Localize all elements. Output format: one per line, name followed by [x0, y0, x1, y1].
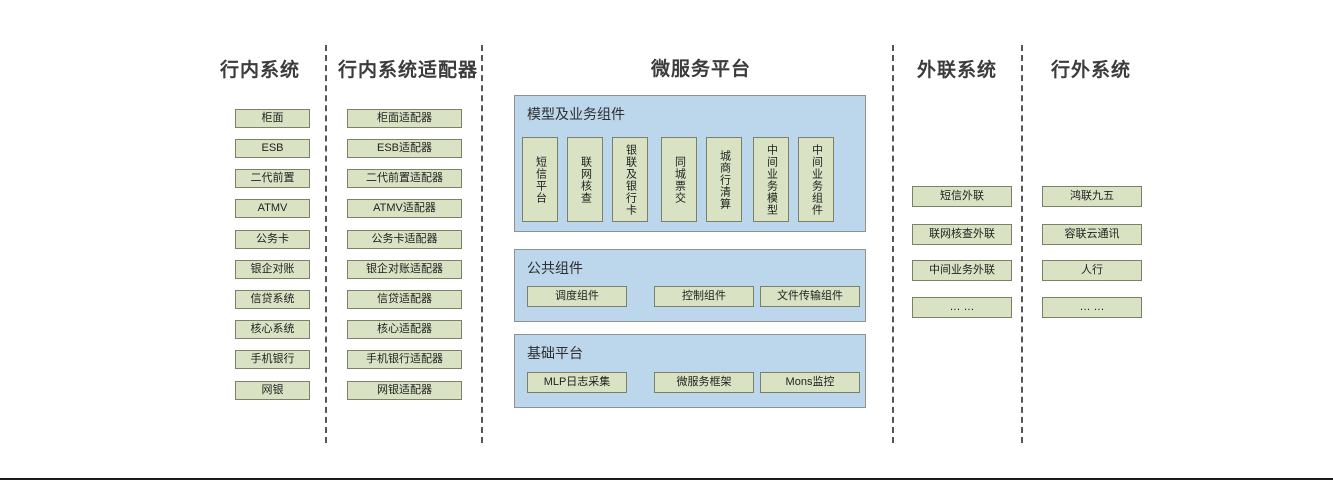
node-model-component[interactable]: 银联及银行卡: [612, 137, 648, 222]
node-inbank-system[interactable]: 网银: [235, 381, 310, 400]
column-title-external-liaison-systems: 外联系统: [916, 60, 997, 81]
node-inbank-adapter[interactable]: ESB适配器: [347, 139, 462, 158]
node-offbank-system[interactable]: 人行: [1042, 260, 1142, 281]
node-external-liaison-system[interactable]: 中间业务外联: [912, 260, 1012, 281]
node-external-liaison-system[interactable]: … …: [912, 297, 1012, 318]
node-inbank-adapter[interactable]: 柜面适配器: [347, 109, 462, 128]
node-inbank-adapter[interactable]: ATMV适配器: [347, 199, 462, 218]
node-inbank-adapter[interactable]: 二代前置适配器: [347, 169, 462, 188]
node-inbank-adapter[interactable]: 信贷适配器: [347, 290, 462, 309]
node-external-liaison-system[interactable]: 短信外联: [912, 186, 1012, 207]
node-model-component[interactable]: 中间业务组件: [798, 137, 834, 222]
node-model-component[interactable]: 城商行清算: [706, 137, 742, 222]
node-base-platform-component[interactable]: MLP日志采集: [527, 372, 627, 393]
node-inbank-system[interactable]: 核心系统: [235, 320, 310, 339]
node-offbank-system[interactable]: … …: [1042, 297, 1142, 318]
panel-title-base-platform: 基础平台: [527, 345, 583, 361]
node-inbank-adapter[interactable]: 核心适配器: [347, 320, 462, 339]
node-offbank-system[interactable]: 鸿联九五: [1042, 186, 1142, 207]
node-inbank-adapter[interactable]: 网银适配器: [347, 381, 462, 400]
node-model-component[interactable]: 同城票交: [661, 137, 697, 222]
column-title-offbank-systems: 行外系统: [1050, 60, 1131, 81]
node-inbank-system[interactable]: 信贷系统: [235, 290, 310, 309]
panel-title-public-components: 公共组件: [527, 260, 583, 276]
node-model-component[interactable]: 联网核查: [567, 137, 603, 222]
node-inbank-adapter[interactable]: 银企对账适配器: [347, 260, 462, 279]
panel-public-components: 公共组件: [514, 249, 866, 322]
column-divider-2: [481, 45, 483, 443]
page-bottom-rule: [0, 478, 1333, 480]
node-base-platform-component[interactable]: Mons监控: [760, 372, 860, 393]
node-inbank-system[interactable]: 二代前置: [235, 169, 310, 188]
column-divider-1: [325, 45, 327, 443]
node-inbank-system[interactable]: ATMV: [235, 199, 310, 218]
node-public-component[interactable]: 控制组件: [654, 286, 754, 307]
node-offbank-system[interactable]: 容联云通讯: [1042, 224, 1142, 245]
node-inbank-adapter[interactable]: 公务卡适配器: [347, 230, 462, 249]
node-inbank-adapter[interactable]: 手机银行适配器: [347, 350, 462, 369]
node-inbank-system[interactable]: 银企对账: [235, 260, 310, 279]
node-external-liaison-system[interactable]: 联网核查外联: [912, 224, 1012, 245]
node-inbank-system[interactable]: 手机银行: [235, 350, 310, 369]
column-title-inbank-adapters: 行内系统适配器: [338, 60, 479, 81]
node-inbank-system[interactable]: 柜面: [235, 109, 310, 128]
column-divider-4: [1021, 45, 1023, 443]
node-public-component[interactable]: 文件传输组件: [760, 286, 860, 307]
node-model-component[interactable]: 短信平台: [522, 137, 558, 222]
node-inbank-system[interactable]: 公务卡: [235, 230, 310, 249]
column-title-microservice-platform: 微服务平台: [650, 59, 751, 80]
node-model-component[interactable]: 中间业务模型: [753, 137, 789, 222]
column-title-inbank-systems: 行内系统: [219, 60, 300, 81]
node-inbank-system[interactable]: ESB: [235, 139, 310, 158]
panel-title-model-business-components: 模型及业务组件: [527, 106, 625, 122]
node-public-component[interactable]: 调度组件: [527, 286, 627, 307]
column-divider-3: [892, 45, 894, 443]
panel-base-platform: 基础平台: [514, 334, 866, 408]
node-base-platform-component[interactable]: 微服务框架: [654, 372, 754, 393]
